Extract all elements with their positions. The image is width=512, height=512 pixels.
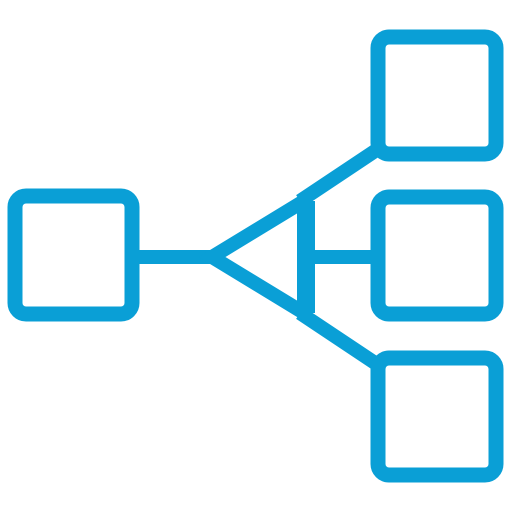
source-node	[7, 188, 140, 322]
nodes-group	[7, 29, 504, 483]
top-branch-connector	[296, 143, 382, 207]
bottom-branch-connector	[296, 307, 382, 371]
target-node-bottom	[370, 350, 504, 483]
target-node-top	[370, 29, 504, 162]
target-node-middle	[370, 189, 504, 322]
hub-triangle	[198, 188, 311, 326]
connectors-group	[134, 143, 382, 371]
